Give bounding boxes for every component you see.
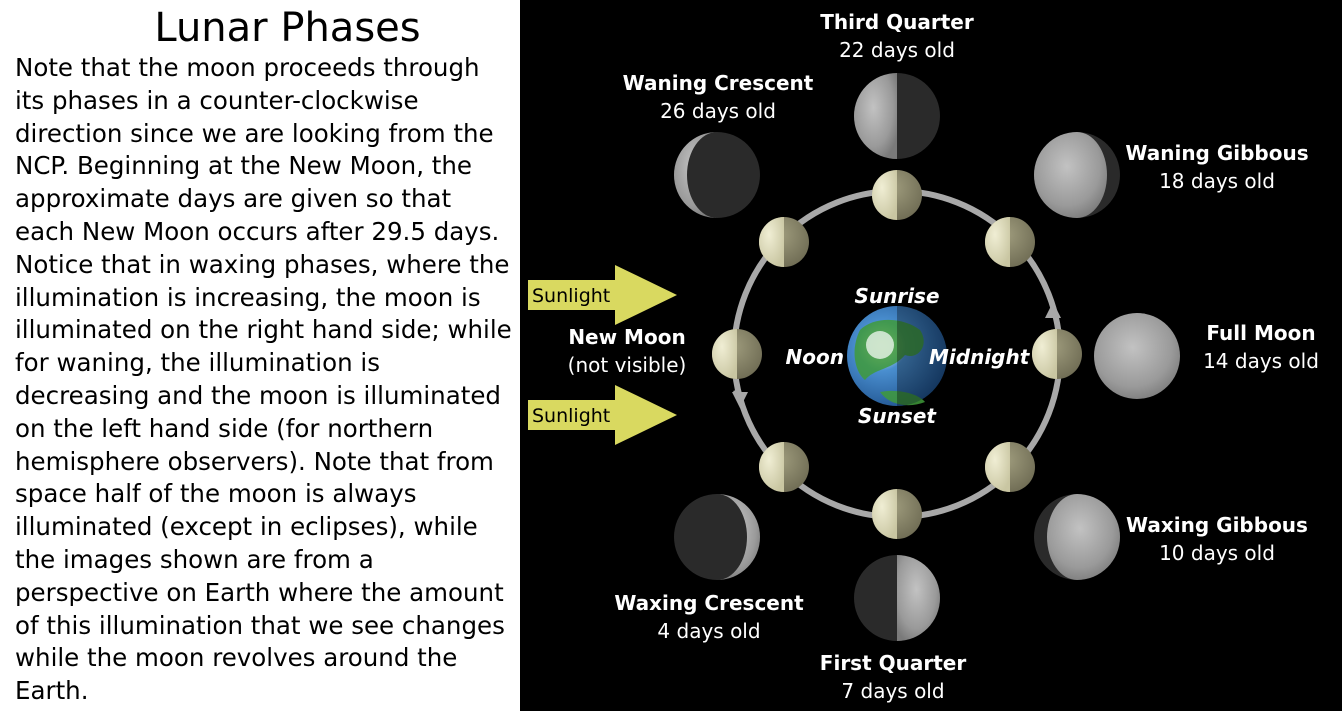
sunlight-label: Sunlight: [532, 405, 610, 427]
noon-label: Noon: [786, 345, 844, 369]
sunlight-arrow-top: Sunlight: [528, 265, 677, 325]
sunlight-arrow-bottom: Sunlight: [528, 385, 677, 445]
phase-age-waning-crescent: 26 days old: [660, 99, 776, 123]
phase-age-first-quarter: 7 days old: [841, 679, 944, 703]
orbit-moon-first-quarter: [872, 489, 922, 539]
lunar-phase-diagram: Sunlight Sunlight Sunrise Sunset Noon Mi…: [528, 10, 1319, 703]
phase-age-waxing-gibbous: 10 days old: [1159, 541, 1275, 565]
phase-image-waning-crescent: [674, 132, 760, 218]
orbit-moon-full: [1032, 329, 1082, 379]
phase-name-first-quarter: First Quarter: [820, 651, 967, 675]
phase-age-waxing-crescent: 4 days old: [657, 619, 760, 643]
phase-name-waning-gibbous: Waning Gibbous: [1125, 141, 1308, 165]
phase-image-waxing-crescent: [674, 494, 760, 580]
sunrise-label: Sunrise: [854, 284, 939, 308]
phase-age-third-quarter: 22 days old: [839, 38, 955, 62]
sunlight-label: Sunlight: [532, 285, 610, 307]
earth: [847, 306, 947, 406]
description-panel: Lunar Phases Note that the moon proceeds…: [0, 0, 520, 711]
orbit-moons: [712, 170, 1082, 539]
description-text: Note that the moon proceeds through its …: [15, 53, 512, 706]
page-title: Lunar Phases: [154, 5, 421, 51]
phase-name-new-moon: New Moon: [568, 325, 685, 349]
phase-image-waning-gibbous: [1034, 132, 1120, 218]
phase-name-waxing-crescent: Waxing Crescent: [614, 591, 804, 615]
phase-name-third-quarter: Third Quarter: [820, 10, 974, 34]
phase-image-third-quarter: [854, 73, 940, 159]
phase-name-full-moon: Full Moon: [1206, 321, 1315, 345]
phase-image-full-moon: [1094, 313, 1180, 399]
orbit-moon-waning-gibbous: [985, 217, 1035, 267]
phase-age-waning-gibbous: 18 days old: [1159, 169, 1275, 193]
diagram-panel: Sunlight Sunlight Sunrise Sunset Noon Mi…: [520, 0, 1342, 711]
midnight-label: Midnight: [929, 345, 1031, 369]
orbit-arrowhead-down: [732, 392, 748, 408]
sunset-label: Sunset: [858, 404, 937, 428]
phase-image-first-quarter: [854, 555, 940, 641]
orbit-moon-waxing-gibbous: [985, 442, 1035, 492]
orbit-moon-waxing-crescent: [759, 442, 809, 492]
phase-image-waxing-gibbous: [1034, 494, 1120, 580]
orbit-moon-third-quarter: [872, 170, 922, 220]
phase-age-full-moon: 14 days old: [1203, 349, 1319, 373]
phase-age-new-moon: (not visible): [568, 353, 687, 377]
orbit-moon-waning-crescent: [759, 217, 809, 267]
phase-name-waning-crescent: Waning Crescent: [623, 71, 814, 95]
orbit-arrowhead-up: [1045, 302, 1061, 318]
phase-name-waxing-gibbous: Waxing Gibbous: [1126, 513, 1308, 537]
orbit-moon-new: [712, 329, 762, 379]
